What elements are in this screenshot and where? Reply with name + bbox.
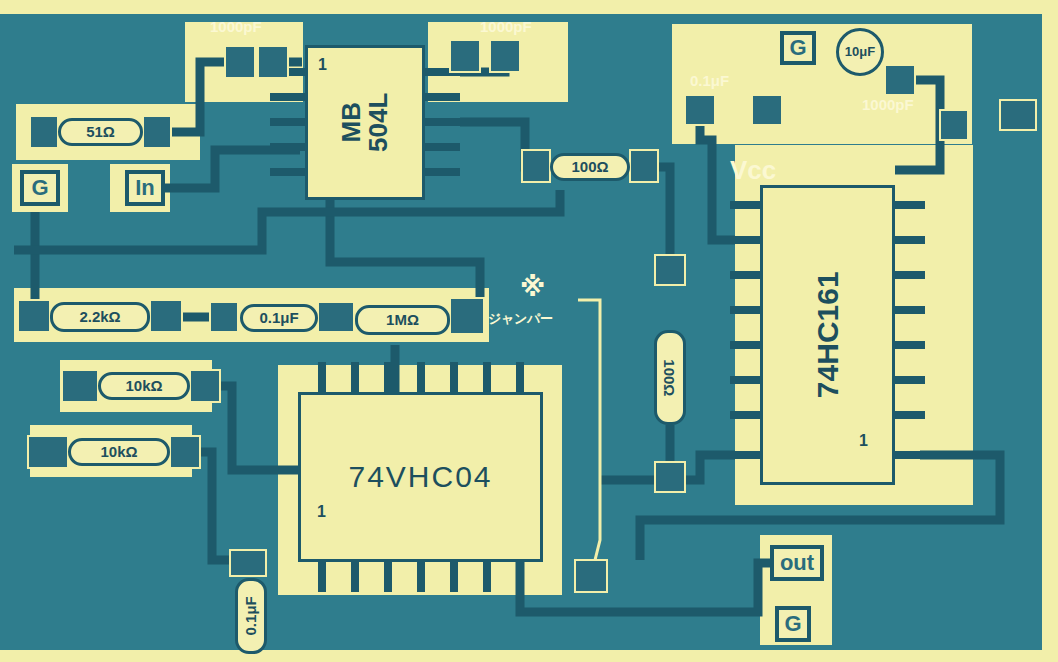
board-art xyxy=(322,562,520,592)
resistor-body: 51Ω xyxy=(58,118,143,146)
board-art xyxy=(630,150,658,182)
board-art xyxy=(0,650,1058,662)
ground-pad: G xyxy=(20,170,60,206)
output-pad: out xyxy=(770,545,824,581)
board-art xyxy=(1042,0,1058,662)
board-art xyxy=(425,72,460,172)
board-art xyxy=(685,95,715,125)
pad-label: G xyxy=(31,176,48,199)
ic-pins xyxy=(270,72,925,592)
component-value: 0.1μF xyxy=(259,310,298,326)
ground-pad: G xyxy=(775,606,811,642)
board-art xyxy=(730,205,760,455)
board-art xyxy=(0,0,1058,14)
board-art xyxy=(258,46,288,78)
copper-trace xyxy=(14,52,1000,612)
resistor-body: 2.2kΩ xyxy=(50,302,150,332)
board-art xyxy=(18,300,50,332)
note-mark: ※ xyxy=(520,272,545,303)
resistor-body: 10kΩ xyxy=(68,438,170,466)
board-art xyxy=(278,365,562,595)
board-art xyxy=(14,288,489,342)
board-art xyxy=(655,462,685,492)
pad-label: G xyxy=(784,612,801,635)
board-art xyxy=(575,560,607,592)
part-number: 74HC161 xyxy=(812,272,844,399)
board-art xyxy=(322,362,520,392)
electrolytic-capacitor: 10μF xyxy=(836,28,884,76)
capacitor-value: 0.1μF xyxy=(690,72,729,89)
ic-package: 1 MB 504L xyxy=(305,45,425,200)
board-art xyxy=(12,164,68,212)
board-art xyxy=(940,110,968,140)
board-art xyxy=(31,212,40,300)
board-art xyxy=(522,150,550,182)
board-art xyxy=(150,300,182,332)
component-value: 100Ω xyxy=(571,159,608,175)
component-value: 10kΩ xyxy=(125,378,162,394)
component-value: 0.1μF xyxy=(243,596,259,635)
capacitor-body: 0.1μF xyxy=(240,304,318,332)
resistor-body: 1MΩ xyxy=(355,305,450,335)
board-art xyxy=(62,370,98,402)
board-art xyxy=(28,436,68,468)
component-value: 1MΩ xyxy=(386,312,419,328)
board-art xyxy=(270,72,305,172)
board-art xyxy=(60,360,212,412)
board-art xyxy=(210,302,238,332)
board-art xyxy=(578,300,600,580)
board-art xyxy=(1000,100,1036,130)
board-art xyxy=(885,65,915,95)
board-art xyxy=(143,116,171,148)
board-art xyxy=(110,164,170,212)
board-art xyxy=(520,562,770,612)
component-value: 10μF xyxy=(845,45,875,59)
board-art xyxy=(752,95,782,125)
pin-number: 1 xyxy=(859,432,868,450)
capacitor-body: 0.1μF xyxy=(235,578,267,654)
component-value: 10kΩ xyxy=(100,444,137,460)
ic-package: 74HC161 1 xyxy=(760,185,895,485)
resistor-body: 100Ω xyxy=(550,153,630,181)
board-art xyxy=(30,116,58,148)
component-value: 100Ω xyxy=(662,359,678,396)
component-value: 51Ω xyxy=(86,124,115,140)
board-art xyxy=(450,298,484,334)
jumper-wire xyxy=(578,300,600,580)
board-art xyxy=(490,40,520,72)
capacitor-value: 1000pF xyxy=(862,96,914,113)
supply-label: Vcc xyxy=(730,155,776,186)
jumper-note: ジャンパー xyxy=(488,310,553,328)
resistor-body: 10kΩ xyxy=(98,372,190,400)
resistor-body: 100Ω xyxy=(654,330,686,425)
board-art xyxy=(170,436,200,468)
board-art xyxy=(318,302,354,332)
board-art xyxy=(230,550,266,576)
board-art xyxy=(895,205,925,455)
component-value: 2.2kΩ xyxy=(79,309,120,325)
capacitor-value: 1000pF xyxy=(480,18,532,35)
solder-pad xyxy=(18,40,1036,592)
board-art xyxy=(225,46,255,78)
pad-label: G xyxy=(789,36,806,59)
board-art xyxy=(14,190,560,250)
input-pad: In xyxy=(125,170,165,206)
board-art xyxy=(190,370,220,402)
board-art xyxy=(450,40,480,72)
board-art xyxy=(655,255,685,285)
pad-label: out xyxy=(780,551,814,574)
part-number: MB 504L xyxy=(338,87,393,159)
pin-number: 1 xyxy=(318,56,327,74)
ground-pad: G xyxy=(780,31,816,65)
part-number: 74VHC04 xyxy=(348,461,492,493)
board-art xyxy=(700,110,735,240)
capacitor-value: 1000pF xyxy=(210,18,262,35)
ic-package: 74VHC04 1 xyxy=(298,392,543,562)
pin-number: 1 xyxy=(317,503,326,521)
board-art xyxy=(760,535,832,645)
pad-label: In xyxy=(135,176,155,199)
